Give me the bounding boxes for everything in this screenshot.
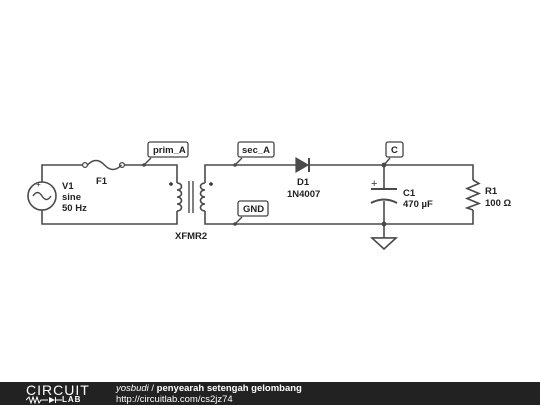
- node-tag-sec-a[interactable]: sec_A: [233, 141, 275, 167]
- v1-label: V1: [62, 181, 74, 192]
- circuit-meta: yosbudi / penyearah setengah gelombang: [116, 384, 302, 394]
- r1-resistor-icon[interactable]: [464, 179, 482, 211]
- circuitlab-logo-icon: [26, 396, 62, 404]
- v1-sine-source-icon[interactable]: +: [27, 180, 57, 211]
- v1-frequency: 50 Hz: [62, 203, 87, 214]
- circuitlab-logo-subtext: LAB: [62, 395, 82, 404]
- node-tag-c[interactable]: C: [383, 141, 404, 166]
- ground-icon[interactable]: [369, 237, 399, 251]
- schematic-canvas[interactable]: + V1 sine 50 Hz F1 XFMR2: [0, 0, 540, 382]
- f1-fuse-icon[interactable]: [81, 159, 126, 171]
- c1-value: 470 µF: [403, 199, 433, 210]
- secondary-wires: [204, 162, 474, 238]
- xfmr-label: XFMR2: [175, 231, 207, 242]
- node-label-prim-a: prim_A: [153, 145, 186, 156]
- svg-text:+: +: [36, 180, 41, 189]
- footer-bar: CIRCUIT LAB yosbudi / penyearah setengah…: [0, 382, 540, 405]
- circuit-url-link[interactable]: http://circuitlab.com/cs2jz74: [116, 394, 233, 405]
- node-label-c: C: [391, 145, 398, 156]
- r1-value: 100 Ω: [485, 198, 511, 209]
- circuitlab-logo-text: CIRCUIT: [26, 382, 90, 398]
- node-label-gnd: GND: [243, 204, 264, 215]
- r1-label: R1: [485, 186, 498, 197]
- c1-capacitor-icon[interactable]: +: [370, 178, 398, 204]
- node-tag-prim-a[interactable]: prim_A: [142, 141, 189, 167]
- meta-separator: /: [151, 383, 155, 394]
- d1-label: D1: [297, 177, 310, 188]
- v1-type: sine: [62, 192, 81, 203]
- c1-label: C1: [403, 188, 416, 199]
- svg-text:+: +: [371, 178, 377, 190]
- f1-label: F1: [96, 176, 108, 187]
- circuit-title[interactable]: penyearah setengah gelombang: [156, 383, 302, 394]
- d1-part: 1N4007: [287, 189, 320, 200]
- author-name[interactable]: yosbudi: [116, 383, 149, 394]
- transformer-icon[interactable]: [169, 181, 213, 213]
- node-tag-gnd[interactable]: GND: [233, 200, 269, 226]
- node-label-sec-a: sec_A: [242, 145, 270, 156]
- d1-diode-icon[interactable]: [295, 156, 310, 174]
